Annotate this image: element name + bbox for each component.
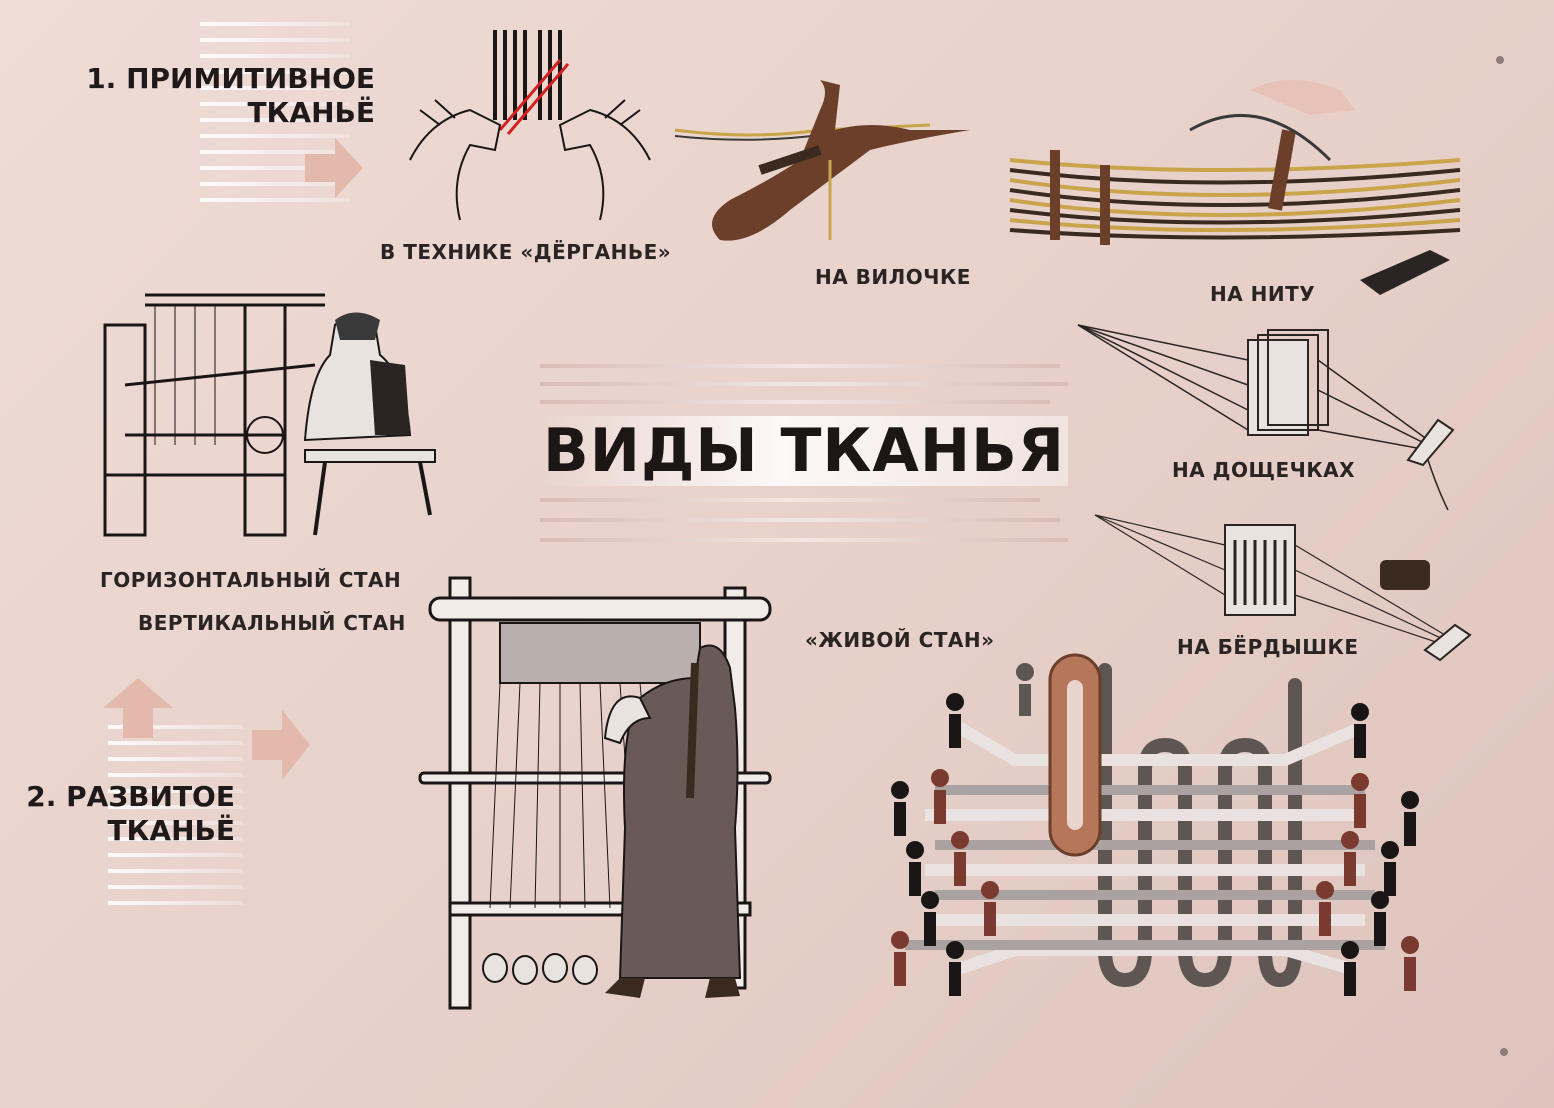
label-dergane: В ТЕХНИКЕ «ДЁРГАНЬЕ» [380, 240, 672, 264]
living-loom-icon [891, 653, 1419, 996]
hands-icon [409, 30, 651, 221]
stripes-primitive [200, 22, 350, 214]
section-primitive-title: 1. ПРИМИТИВНОЕ ТКАНЬЁ [86, 62, 375, 129]
section-developed-title: 2. РАЗВИТОЕ ТКАНЬЁ [26, 780, 235, 847]
label-vilochka: НА ВИЛОЧКЕ [815, 265, 971, 289]
horizontal-loom-icon [103, 293, 436, 537]
label-berdyshko: НА БЁРДЫШКЕ [1177, 635, 1359, 659]
label-vertical: ВЕРТИКАЛЬНЫЙ СТАН [138, 611, 406, 635]
reed-icon [1094, 514, 1472, 662]
label-doshchechki: НА ДОЩЕЧКАХ [1172, 458, 1356, 482]
title-banner: ВИДЫ ТКАНЬЯ [540, 358, 1068, 558]
fork-icon [674, 80, 970, 241]
arrow-right-icon [252, 710, 310, 780]
page-title: ВИДЫ ТКАНЬЯ [540, 416, 1068, 486]
mounting-dot [1500, 1048, 1508, 1056]
vertical-loom-icon [418, 576, 772, 1010]
label-zhivoy: «ЖИВОЙ СТАН» [805, 628, 995, 652]
label-horizontal: ГОРИЗОНТАЛЬНЫЙ СТАН [100, 568, 402, 592]
stick-loom-icon [1009, 80, 1461, 295]
mounting-dot [1496, 56, 1504, 64]
stripes-developed [108, 725, 243, 917]
label-nitu: НА НИТУ [1210, 282, 1316, 306]
arrow-up-icon [103, 678, 173, 738]
tablet-icon [1077, 324, 1455, 511]
arrow-right-icon [305, 138, 363, 198]
